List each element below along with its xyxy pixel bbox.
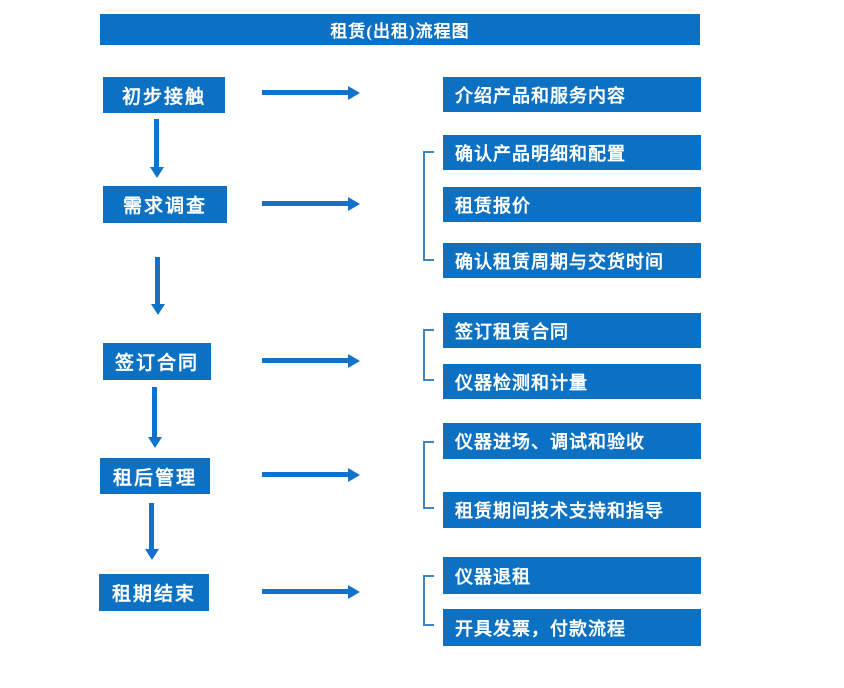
detail-box-instrument-setup-acceptance: 仪器进场、调试和验收	[443, 423, 701, 459]
step-box-rental-end: 租期结束	[99, 574, 209, 611]
step-box-post-rental-management: 租后管理	[100, 458, 210, 494]
detail-box-instrument-inspection: 仪器检测和计量	[443, 364, 701, 399]
detail-box-confirm-product-config: 确认产品明细和配置	[443, 135, 701, 170]
step-box-initial-contact: 初步接触	[103, 77, 225, 113]
page-title: 租赁(出租)流程图	[100, 14, 700, 45]
step-box-sign-contract: 签订合同	[103, 343, 211, 380]
detail-box-instrument-return: 仪器退租	[443, 557, 701, 594]
detail-box-invoice-payment: 开具发票，付款流程	[443, 609, 701, 646]
detail-box-sign-rental-contract: 签订租赁合同	[443, 313, 701, 348]
step-box-demand-survey: 需求调查	[103, 186, 227, 223]
detail-box-introduce-products: 介绍产品和服务内容	[443, 77, 701, 112]
detail-box-technical-support: 租赁期间技术支持和指导	[443, 492, 701, 528]
detail-box-rental-quote: 租赁报价	[443, 187, 701, 222]
detail-box-confirm-period-delivery: 确认租赁周期与交货时间	[443, 243, 701, 278]
